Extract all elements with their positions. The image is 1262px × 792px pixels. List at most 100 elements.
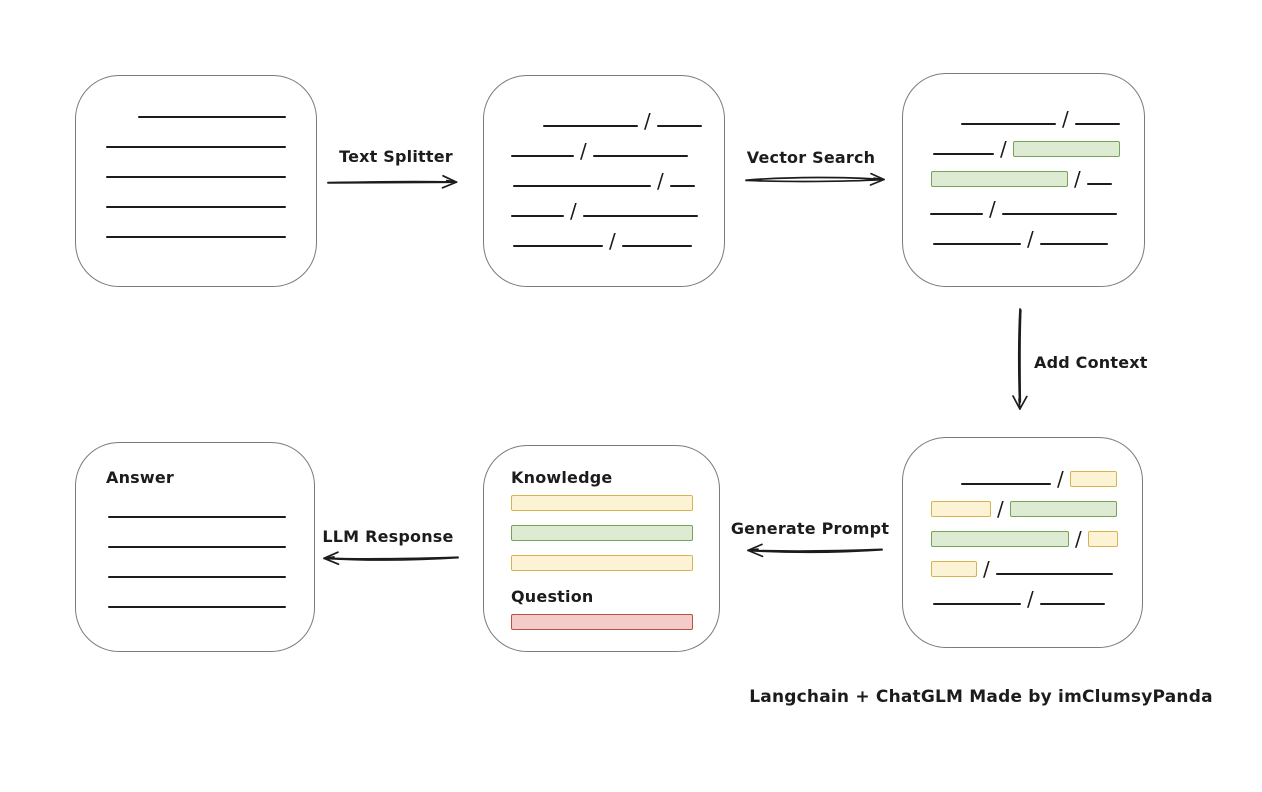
sketch-row: / bbox=[484, 102, 724, 132]
text-line bbox=[995, 573, 1113, 575]
knowledge-label: Knowledge bbox=[511, 468, 613, 487]
sketch-row: / bbox=[484, 162, 724, 192]
text-line bbox=[511, 155, 574, 157]
green-chunk-bar bbox=[511, 525, 693, 541]
chunk-rows: ///// bbox=[484, 76, 724, 252]
text-line bbox=[933, 153, 994, 155]
text-line bbox=[621, 245, 692, 247]
slash-separator: / bbox=[1075, 527, 1082, 551]
text-line bbox=[582, 215, 698, 217]
text-line bbox=[138, 116, 286, 118]
slash-separator: / bbox=[997, 497, 1004, 521]
split-chunks-node: ///// bbox=[483, 75, 725, 287]
text-line bbox=[1001, 213, 1117, 215]
sketch-row bbox=[106, 493, 314, 523]
add-context-label: Add Context bbox=[1034, 353, 1148, 372]
green-chunk bbox=[1009, 501, 1117, 517]
text-line bbox=[108, 516, 286, 518]
sketch-row bbox=[76, 93, 316, 123]
question-label: Question bbox=[511, 587, 594, 606]
green-chunk bbox=[931, 531, 1069, 547]
sketch-row: / bbox=[903, 190, 1144, 220]
sketch-row: / bbox=[903, 160, 1144, 190]
generate-prompt-arrow-icon bbox=[747, 543, 883, 558]
slash-separator: / bbox=[580, 139, 587, 163]
text-line bbox=[1039, 243, 1108, 245]
text-line bbox=[1074, 123, 1120, 125]
knowledge-bars bbox=[511, 495, 719, 571]
green-chunk bbox=[931, 171, 1068, 187]
text-line bbox=[106, 206, 286, 208]
sketch-row bbox=[106, 523, 314, 553]
chunk-rows: / / / / / bbox=[903, 74, 1144, 250]
text-line bbox=[961, 483, 1051, 485]
text-line bbox=[933, 243, 1021, 245]
sketch-row: / bbox=[903, 100, 1144, 130]
sketch-row: / bbox=[903, 550, 1142, 580]
yellow-chunk bbox=[1087, 531, 1118, 547]
sketch-row bbox=[76, 153, 316, 183]
slash-separator: / bbox=[1074, 167, 1081, 191]
text-line bbox=[513, 185, 651, 187]
text-line bbox=[511, 215, 564, 217]
text-splitter-arrow-icon bbox=[327, 174, 458, 189]
answer-node: Answer bbox=[75, 442, 315, 652]
text-line bbox=[656, 125, 702, 127]
generate-prompt-label: Generate Prompt bbox=[730, 519, 890, 538]
slash-separator: / bbox=[644, 109, 651, 133]
sketch-row: / bbox=[903, 580, 1142, 610]
slash-separator: / bbox=[983, 557, 990, 581]
sketch-row: / bbox=[903, 460, 1142, 490]
slash-separator: / bbox=[657, 169, 664, 193]
text-line bbox=[933, 603, 1021, 605]
slash-separator: / bbox=[1000, 137, 1007, 161]
yellow-chunk bbox=[931, 561, 977, 577]
sketch-row: / bbox=[903, 220, 1144, 250]
matched-chunks-node: / / / / / bbox=[902, 73, 1145, 287]
sketch-row bbox=[106, 583, 314, 613]
sketch-row bbox=[76, 183, 316, 213]
slash-separator: / bbox=[1027, 587, 1034, 611]
slash-separator: / bbox=[1027, 227, 1034, 251]
text-line bbox=[961, 123, 1056, 125]
answer-lines bbox=[106, 493, 314, 613]
chunk-rows: / / / / / bbox=[903, 438, 1142, 610]
text-line bbox=[930, 213, 983, 215]
text-line bbox=[1086, 183, 1112, 185]
text-line bbox=[513, 245, 603, 247]
source-document-node bbox=[75, 75, 317, 287]
sketch-row: / bbox=[903, 490, 1142, 520]
llm-response-label: LLM Response bbox=[322, 527, 454, 546]
sketch-row bbox=[76, 213, 316, 243]
answer-label: Answer bbox=[106, 468, 175, 487]
vector-search-label: Vector Search bbox=[746, 148, 876, 167]
question-bars bbox=[511, 614, 719, 630]
slash-separator: / bbox=[989, 197, 996, 221]
text-line bbox=[592, 155, 688, 157]
red-chunk-bar bbox=[511, 614, 693, 630]
text-line bbox=[669, 185, 695, 187]
llm-response-arrow-icon bbox=[323, 551, 459, 566]
text-line bbox=[108, 546, 286, 548]
slash-separator: / bbox=[609, 229, 616, 253]
text-line bbox=[106, 146, 286, 148]
sketch-row: / bbox=[484, 132, 724, 162]
yellow-chunk-bar bbox=[511, 495, 693, 511]
sketch-row: / bbox=[484, 222, 724, 252]
credit-caption: Langchain + ChatGLM Made by imClumsyPand… bbox=[749, 687, 1213, 707]
sketch-row bbox=[76, 123, 316, 153]
slash-separator: / bbox=[1057, 467, 1064, 491]
green-chunk bbox=[1012, 141, 1120, 157]
text-line bbox=[106, 176, 286, 178]
vector-search-arrow-icon bbox=[745, 172, 885, 186]
sketch-row bbox=[106, 553, 314, 583]
text-line bbox=[108, 606, 286, 608]
text-line bbox=[108, 576, 286, 578]
context-chunks-node: / / / / / bbox=[902, 437, 1143, 648]
slash-separator: / bbox=[1062, 107, 1069, 131]
text-line bbox=[106, 236, 286, 238]
text-splitter-label: Text Splitter bbox=[339, 147, 453, 166]
text-line bbox=[1039, 603, 1105, 605]
yellow-chunk-bar bbox=[511, 555, 693, 571]
